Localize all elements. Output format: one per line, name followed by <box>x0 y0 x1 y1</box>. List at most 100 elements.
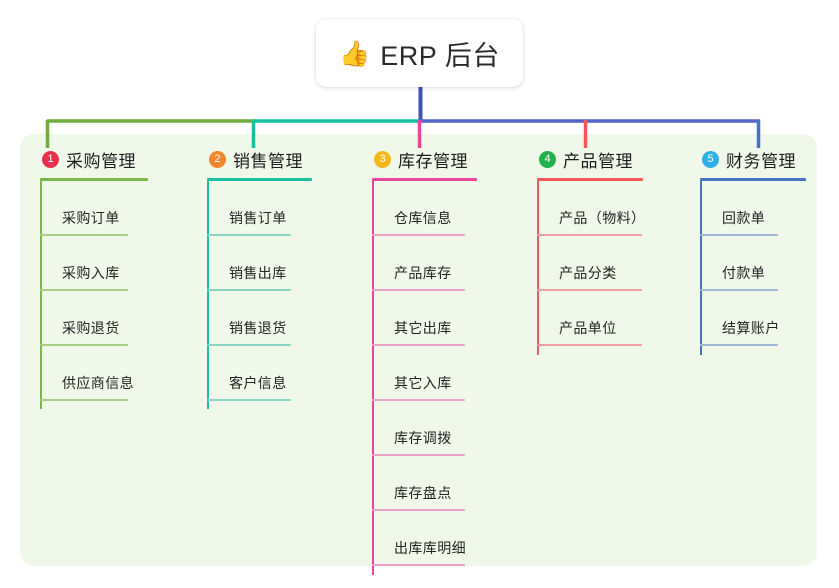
branch-header-5[interactable]: 5 财务管理 <box>700 146 806 172</box>
branch-item[interactable]: 其它出库 <box>372 291 477 346</box>
branch-item-rule <box>372 399 465 401</box>
branch-items: 采购订单采购入库采购退货供应商信息 <box>40 181 148 409</box>
branch-item-label: 库存调拨 <box>394 430 452 446</box>
branch-item-label: 产品单位 <box>559 320 617 336</box>
branch-items: 产品（物料） 产品分类产品单位 <box>537 181 646 355</box>
branch-item[interactable]: 产品分类 <box>537 236 643 291</box>
branch-item-rule <box>372 509 465 511</box>
branch-label: 财务管理 <box>726 151 796 171</box>
branch-item-label: 客户信息 <box>229 375 287 391</box>
branch-header-rule <box>207 178 312 181</box>
branch-item-rule <box>207 234 291 236</box>
branch-stem <box>537 181 539 355</box>
branch-item[interactable]: 销售出库 <box>207 236 312 291</box>
branch-item-label: 付款单 <box>722 265 766 281</box>
branch-item[interactable]: 采购入库 <box>40 236 148 291</box>
branch-item-label: 销售订单 <box>229 210 287 226</box>
branch-item-label: 采购退货 <box>62 320 120 336</box>
branches-panel <box>20 134 817 566</box>
branch-item[interactable]: 库存盘点 <box>372 456 477 511</box>
branch-item[interactable]: 采购订单 <box>40 181 148 236</box>
branch-items: 仓库信息产品库存其它出库其它入库库存调拨库存盘点出库库明细 <box>372 181 477 575</box>
branch-item-label: 结算账户 <box>722 320 780 336</box>
branch-number-badge: 2 <box>209 150 226 168</box>
branch-item-rule <box>40 289 128 291</box>
branch-item[interactable]: 产品（物料） <box>537 181 646 236</box>
branch-item[interactable]: 产品单位 <box>537 291 643 346</box>
branch-item-rule <box>40 399 128 401</box>
branch-header-4[interactable]: 4 产品管理 <box>537 146 643 172</box>
branch-item-label: 出库库明细 <box>394 540 466 556</box>
branch-item-rule <box>537 344 642 346</box>
branch-item-rule <box>537 289 642 291</box>
branch-item[interactable]: 采购退货 <box>40 291 148 346</box>
branch-item-rule <box>700 289 778 291</box>
branch-item-label: 产品分类 <box>559 265 617 281</box>
branch-header-rule <box>537 178 643 181</box>
branch-stem <box>372 181 374 575</box>
branch-item-label: 其它出库 <box>394 320 452 336</box>
branch-item-rule <box>207 399 291 401</box>
branch-column-2[interactable]: 2 销售管理销售订单销售出库销售退货客户信息 <box>207 146 312 409</box>
branch-item[interactable]: 付款单 <box>700 236 806 291</box>
branch-header-2[interactable]: 2 销售管理 <box>207 146 312 172</box>
branch-item-rule <box>372 564 465 566</box>
branch-label: 产品管理 <box>563 151 633 171</box>
branch-number-badge: 4 <box>539 150 556 168</box>
branch-item-rule <box>40 344 128 346</box>
branch-item-rule <box>207 289 291 291</box>
branch-item-label: 产品（物料） <box>559 210 646 226</box>
branch-stem <box>207 181 209 409</box>
branch-label: 库存管理 <box>398 151 468 171</box>
root-title: ERP 后台 <box>380 40 500 71</box>
branch-label: 销售管理 <box>233 151 303 171</box>
branch-item-label: 其它入库 <box>394 375 452 391</box>
branch-item[interactable]: 出库库明细 <box>372 511 477 566</box>
branch-item-rule <box>537 234 642 236</box>
branch-header-rule <box>372 178 477 181</box>
branch-item-label: 供应商信息 <box>62 375 134 391</box>
branch-item[interactable]: 其它入库 <box>372 346 477 401</box>
branch-item-rule <box>372 454 465 456</box>
branch-label: 采购管理 <box>66 151 136 171</box>
branch-item-label: 销售退货 <box>229 320 287 336</box>
branch-header-1[interactable]: 1 采购管理 <box>40 146 148 172</box>
branch-item-rule <box>700 234 778 236</box>
branch-item-rule <box>372 289 465 291</box>
branch-column-5[interactable]: 5 财务管理回款单付款单结算账户 <box>700 146 806 355</box>
branch-item[interactable]: 结算账户 <box>700 291 806 346</box>
thumbs-up-icon: 👍 <box>339 38 371 68</box>
branch-column-4[interactable]: 4 产品管理产品（物料） 产品分类产品单位 <box>537 146 646 355</box>
branch-item-rule <box>40 234 128 236</box>
branch-number-badge: 5 <box>702 150 719 168</box>
branch-item-label: 回款单 <box>722 210 766 226</box>
branch-items: 回款单付款单结算账户 <box>700 181 806 355</box>
branch-items: 销售订单销售出库销售退货客户信息 <box>207 181 312 409</box>
branch-item[interactable]: 客户信息 <box>207 346 312 401</box>
branch-item[interactable]: 库存调拨 <box>372 401 477 456</box>
root-node[interactable]: 👍 ERP 后台 <box>316 19 523 87</box>
branch-item-label: 采购订单 <box>62 210 120 226</box>
branch-item-label: 销售出库 <box>229 265 287 281</box>
branch-item[interactable]: 仓库信息 <box>372 181 477 236</box>
branch-stem <box>40 181 42 409</box>
branch-item[interactable]: 供应商信息 <box>40 346 148 401</box>
branch-column-1[interactable]: 1 采购管理采购订单采购入库采购退货供应商信息 <box>40 146 148 409</box>
branch-item-label: 采购入库 <box>62 265 120 281</box>
branch-number-badge: 1 <box>42 150 59 168</box>
branch-item[interactable]: 产品库存 <box>372 236 477 291</box>
branch-item[interactable]: 销售退货 <box>207 291 312 346</box>
branch-item-label: 产品库存 <box>394 265 452 281</box>
branch-item-rule <box>372 344 465 346</box>
branch-header-rule <box>700 178 806 181</box>
branch-item-rule <box>700 344 778 346</box>
branch-stem <box>700 181 702 355</box>
branch-header-rule <box>40 178 148 181</box>
branch-item-label: 仓库信息 <box>394 210 452 226</box>
branch-item-rule <box>207 344 291 346</box>
branch-item[interactable]: 回款单 <box>700 181 806 236</box>
branch-item[interactable]: 销售订单 <box>207 181 312 236</box>
